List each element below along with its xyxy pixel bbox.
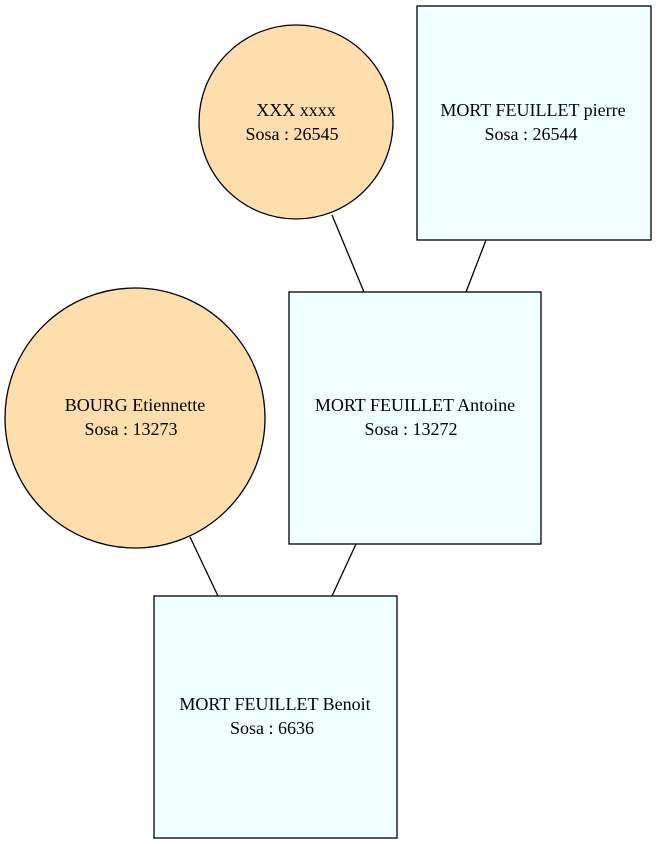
person-node-antoine[interactable]: MORT FEUILLET Antoine Sosa : 13272 [288, 291, 542, 545]
edge-etiennette-to-benoit [189, 536, 219, 597]
person-circle-etiennette [4, 287, 266, 549]
person-node-xxx[interactable]: XXX xxxx Sosa : 26545 [198, 24, 394, 220]
person-box-pierre [416, 5, 652, 241]
person-sosa: Sosa : 6636 [230, 718, 314, 738]
person-name: MORT FEUILLET Antoine [315, 395, 515, 415]
person-name: MORT FEUILLET pierre [440, 100, 625, 120]
person-name: BOURG Etiennette [65, 395, 205, 415]
person-box-antoine [288, 291, 542, 545]
person-circle-xxx [198, 24, 394, 220]
person-node-benoit[interactable]: MORT FEUILLET Benoit Sosa : 6636 [153, 595, 398, 839]
person-node-etiennette[interactable]: BOURG Etiennette Sosa : 13273 [4, 287, 266, 549]
person-name: MORT FEUILLET Benoit [179, 694, 370, 714]
person-node-pierre[interactable]: MORT FEUILLET pierre Sosa : 26544 [416, 5, 652, 241]
person-sosa: Sosa : 26544 [484, 124, 577, 144]
edge-xxx-to-antoine [331, 214, 365, 293]
edge-pierre-to-antoine [465, 239, 487, 293]
edge-antoine-to-benoit [331, 543, 357, 597]
person-sosa: Sosa : 26545 [245, 124, 338, 144]
person-sosa: Sosa : 13272 [364, 419, 457, 439]
person-sosa: Sosa : 13273 [84, 419, 177, 439]
person-name: XXX xxxx [256, 100, 336, 120]
person-box-benoit [153, 595, 398, 839]
